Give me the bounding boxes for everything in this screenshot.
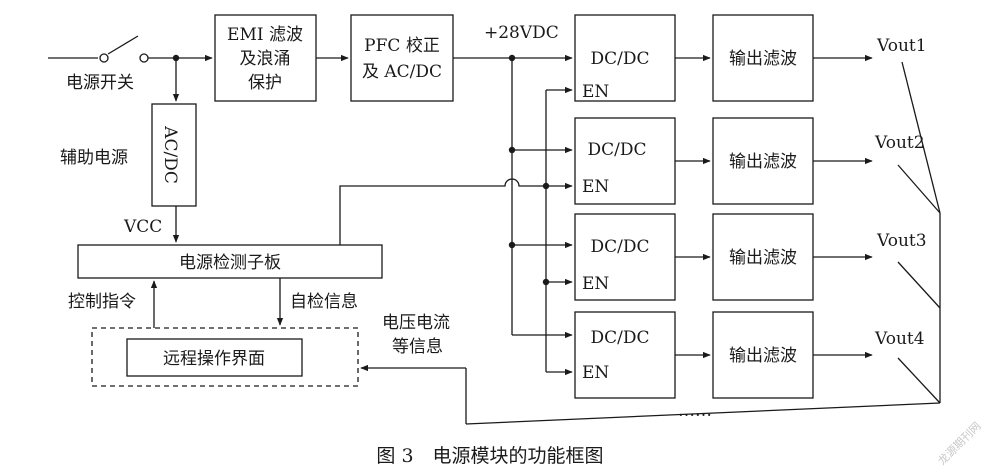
monitor-subboard-label: 电源检测子板 xyxy=(179,253,281,273)
watermark: 龙源期刊网 xyxy=(935,419,984,468)
dcdc-label-1: DC/DC xyxy=(590,49,649,69)
more-channels-ellipsis: …… xyxy=(678,401,712,421)
vout1-label: Vout1 xyxy=(876,36,927,56)
en-label-1: EN xyxy=(582,82,609,102)
dcdc-block-4 xyxy=(574,311,676,399)
pfc-block xyxy=(350,14,454,102)
output-filter-block-3 xyxy=(712,213,814,301)
dcdc-block-2 xyxy=(574,117,676,205)
enable-bus xyxy=(542,86,573,376)
dcdc-block-3 xyxy=(574,213,676,301)
output-filter-label-4: 输出滤波 xyxy=(729,346,797,366)
en-label-4: EN xyxy=(582,363,609,383)
pfc-label-line1: PFC 校正 xyxy=(364,36,440,56)
figure-caption: 图 3 电源模块的功能框图 xyxy=(376,445,603,467)
vi-info-label-line1: 电压电流 xyxy=(382,313,450,333)
remote-interface-label: 远程操作界面 xyxy=(163,349,265,369)
control-command-label: 控制指令 xyxy=(68,292,136,312)
output-sampling-lines xyxy=(360,61,941,425)
dcdc-block-1 xyxy=(574,14,676,102)
monitor-enable-line xyxy=(339,178,546,245)
output-filter-label-3: 输出滤波 xyxy=(729,248,797,268)
bus-voltage-label: +28VDC xyxy=(484,23,559,43)
en-label-3: EN xyxy=(582,274,609,294)
aux-acdc-label: AC/DC xyxy=(160,125,180,184)
dcdc-label-2: DC/DC xyxy=(587,140,646,160)
aux-power-label: 辅助电源 xyxy=(60,148,128,168)
output-filter-block-4 xyxy=(712,311,814,399)
emi-label-line3: 保护 xyxy=(248,73,282,93)
power-switch-label: 电源开关 xyxy=(66,73,134,93)
emi-filter-block xyxy=(214,14,317,102)
selftest-info-label: 自检信息 xyxy=(290,292,358,312)
pfc-label-line2: 及 AC/DC xyxy=(362,62,442,82)
vout3-label: Vout3 xyxy=(876,231,927,251)
emi-label-line2: 及浪涌 xyxy=(240,49,291,69)
dcdc-label-3: DC/DC xyxy=(590,237,649,257)
output-filter-label-2: 输出滤波 xyxy=(729,152,797,172)
vcc-label: VCC xyxy=(123,217,162,237)
output-filter-block-2 xyxy=(712,117,814,205)
vout4-label: Vout4 xyxy=(874,329,925,349)
remote-interface-block xyxy=(126,338,303,377)
vout2-label: Vout2 xyxy=(874,133,925,153)
vi-info-label-line2: 等信息 xyxy=(392,337,443,357)
monitor-subboard-block xyxy=(77,244,383,279)
en-label-2: EN xyxy=(582,177,609,197)
power-switch xyxy=(48,35,213,63)
dcdc-label-4: DC/DC xyxy=(590,328,649,348)
dc-bus xyxy=(453,54,573,339)
output-filter-label-1: 输出滤波 xyxy=(729,49,797,69)
aux-acdc-block xyxy=(151,103,197,207)
emi-label-line1: EMI 滤波 xyxy=(227,25,303,45)
